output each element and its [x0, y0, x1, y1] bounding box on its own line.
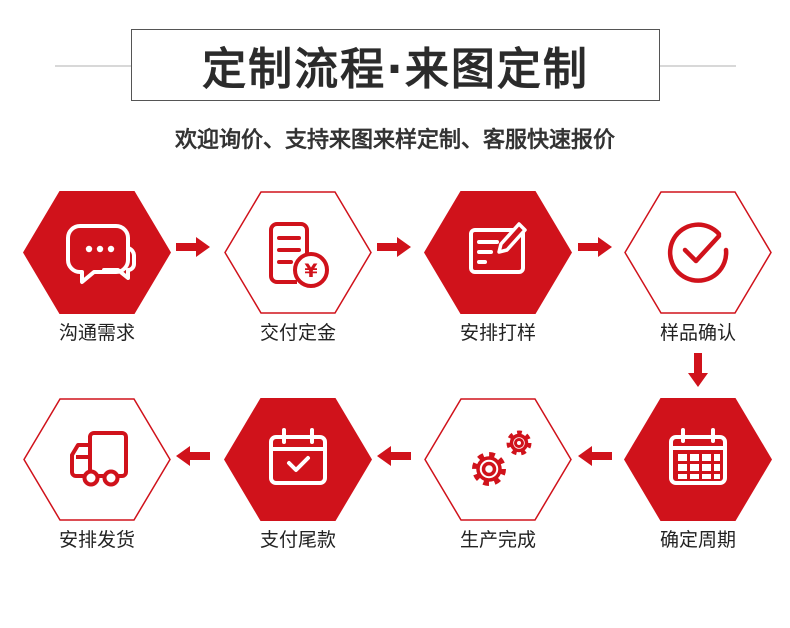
arrow-left-icon [578, 446, 612, 466]
calendar-grid-icon [669, 428, 727, 485]
step-label: 生产完成 [459, 529, 536, 551]
delivery-truck-icon [70, 431, 128, 487]
step-label: 支付尾款 [259, 529, 336, 551]
page-title: 定制流程·来图定制 [202, 44, 589, 95]
step-confirm-cycle: 确定周期 [623, 397, 773, 572]
gears-icon [472, 430, 532, 486]
title-box: 定制流程·来图定制 [131, 29, 660, 101]
hexagon-filled [224, 398, 372, 521]
invoice-yen-icon: ¥ [269, 222, 329, 288]
svg-text:¥: ¥ [304, 260, 317, 282]
drawing-board-icon [469, 222, 527, 274]
page-subtitle: 欢迎询价、支持来图来样定制、客服快速报价 [174, 128, 615, 153]
hexagon-filled [23, 191, 171, 314]
step-production-complete: 生产完成 [423, 397, 573, 572]
arrow-right-icon [578, 237, 612, 257]
arrow-left-icon [377, 446, 411, 466]
step-arrange-shipping: 安排发货 [22, 397, 172, 572]
hexagon-outline [23, 398, 171, 521]
title-divider-right [660, 65, 736, 67]
check-circle-icon [667, 222, 729, 283]
step-label: 安排发货 [58, 529, 135, 551]
step-pay-balance: 支付尾款 [223, 397, 373, 572]
step-label: 沟通需求 [58, 322, 135, 344]
hexagon-outline [424, 398, 572, 521]
title-divider-left [55, 65, 131, 67]
arrow-right-icon [176, 237, 210, 257]
step-label: 安排打样 [459, 322, 536, 344]
step-label: 交付定金 [259, 322, 336, 344]
step-label: 样品确认 [659, 322, 736, 344]
step-label: 确定周期 [659, 529, 736, 551]
step-communicate-needs: 沟通需求 [22, 190, 172, 365]
hexagon-outline [224, 191, 372, 314]
step-confirm-sample: 样品确认 [623, 190, 773, 365]
arrow-right-icon [377, 237, 411, 257]
arrow-down-icon [688, 353, 708, 387]
calendar-check-icon [269, 428, 327, 485]
hexagon-outline [624, 191, 772, 314]
step-arrange-sampling: 安排打样 [423, 190, 573, 365]
step-pay-deposit: ¥ 交付定金 [223, 190, 373, 365]
arrow-left-icon [176, 446, 210, 466]
chat-bubbles-icon [66, 224, 136, 284]
